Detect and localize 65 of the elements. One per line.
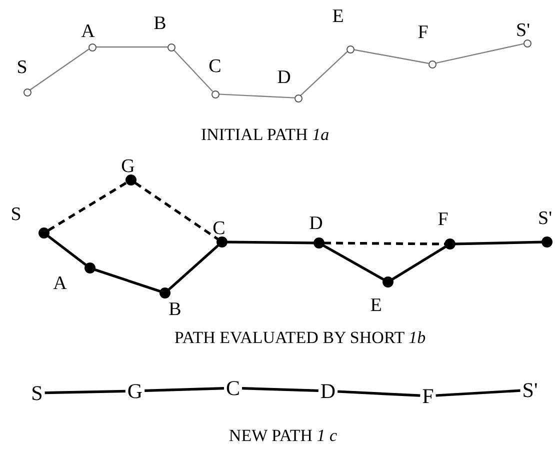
path-line [353,49,429,64]
path-line [30,48,90,90]
point-label: B [168,300,182,320]
point-label: D [309,214,323,234]
figure-caption: NEW PATH 1 c [228,426,338,446]
path-line [218,94,295,98]
hollow-point [88,42,96,52]
point-letter: D [318,380,338,402]
point-label: E [370,296,382,316]
path-point [444,238,456,250]
point-letter: S [29,382,45,404]
point-label: S [16,58,28,78]
dashed-line [134,182,219,240]
path-line [300,50,348,96]
hollow-point [210,90,220,98]
path-line [392,246,446,280]
path-point [159,287,171,299]
point-letter: G [125,380,145,402]
point-label: F [418,23,428,43]
path-line [96,46,168,48]
point-label: S' [516,21,530,41]
path-line [44,390,126,394]
path-point [313,237,325,249]
path-point [382,276,394,288]
path-line [172,49,214,92]
point-label: E [332,7,344,27]
path-line [242,387,318,392]
path-line [47,234,87,266]
point-letter: F [420,385,436,407]
path-line [338,390,420,397]
path-line [144,387,224,392]
point-label: A [81,22,95,42]
hollow-point [522,38,532,48]
hollow-point [166,42,176,52]
point-label: B [154,14,166,34]
dashed-line [324,242,445,246]
point-letter: C [224,377,242,399]
point-label: D [277,68,291,88]
hollow-point [22,88,32,96]
hollow-point [428,60,436,68]
path-point [541,236,553,248]
path-point [84,262,96,274]
path-line [436,389,520,397]
path-line [322,244,384,281]
path-line [168,244,220,291]
path-point [125,174,137,186]
point-label: G [121,157,135,177]
hollow-point [346,44,354,54]
point-label: C [212,219,226,239]
path-line [435,43,524,64]
point-label: S' [538,209,552,229]
point-label: A [53,274,67,294]
path-line [94,268,161,293]
dashed-line [48,181,128,232]
path-point [216,236,228,248]
path-line [454,240,542,246]
point-label: C [208,57,222,77]
path-point [38,227,50,239]
hollow-point [294,94,302,102]
point-label: S [10,205,22,225]
figure-caption: INITIAL PATH 1a [200,125,330,145]
path-line [226,240,314,244]
point-letter: S' [520,379,540,401]
figure-caption: PATH EVALUATED BY SHORT 1b [174,328,426,348]
point-label: F [438,210,448,230]
